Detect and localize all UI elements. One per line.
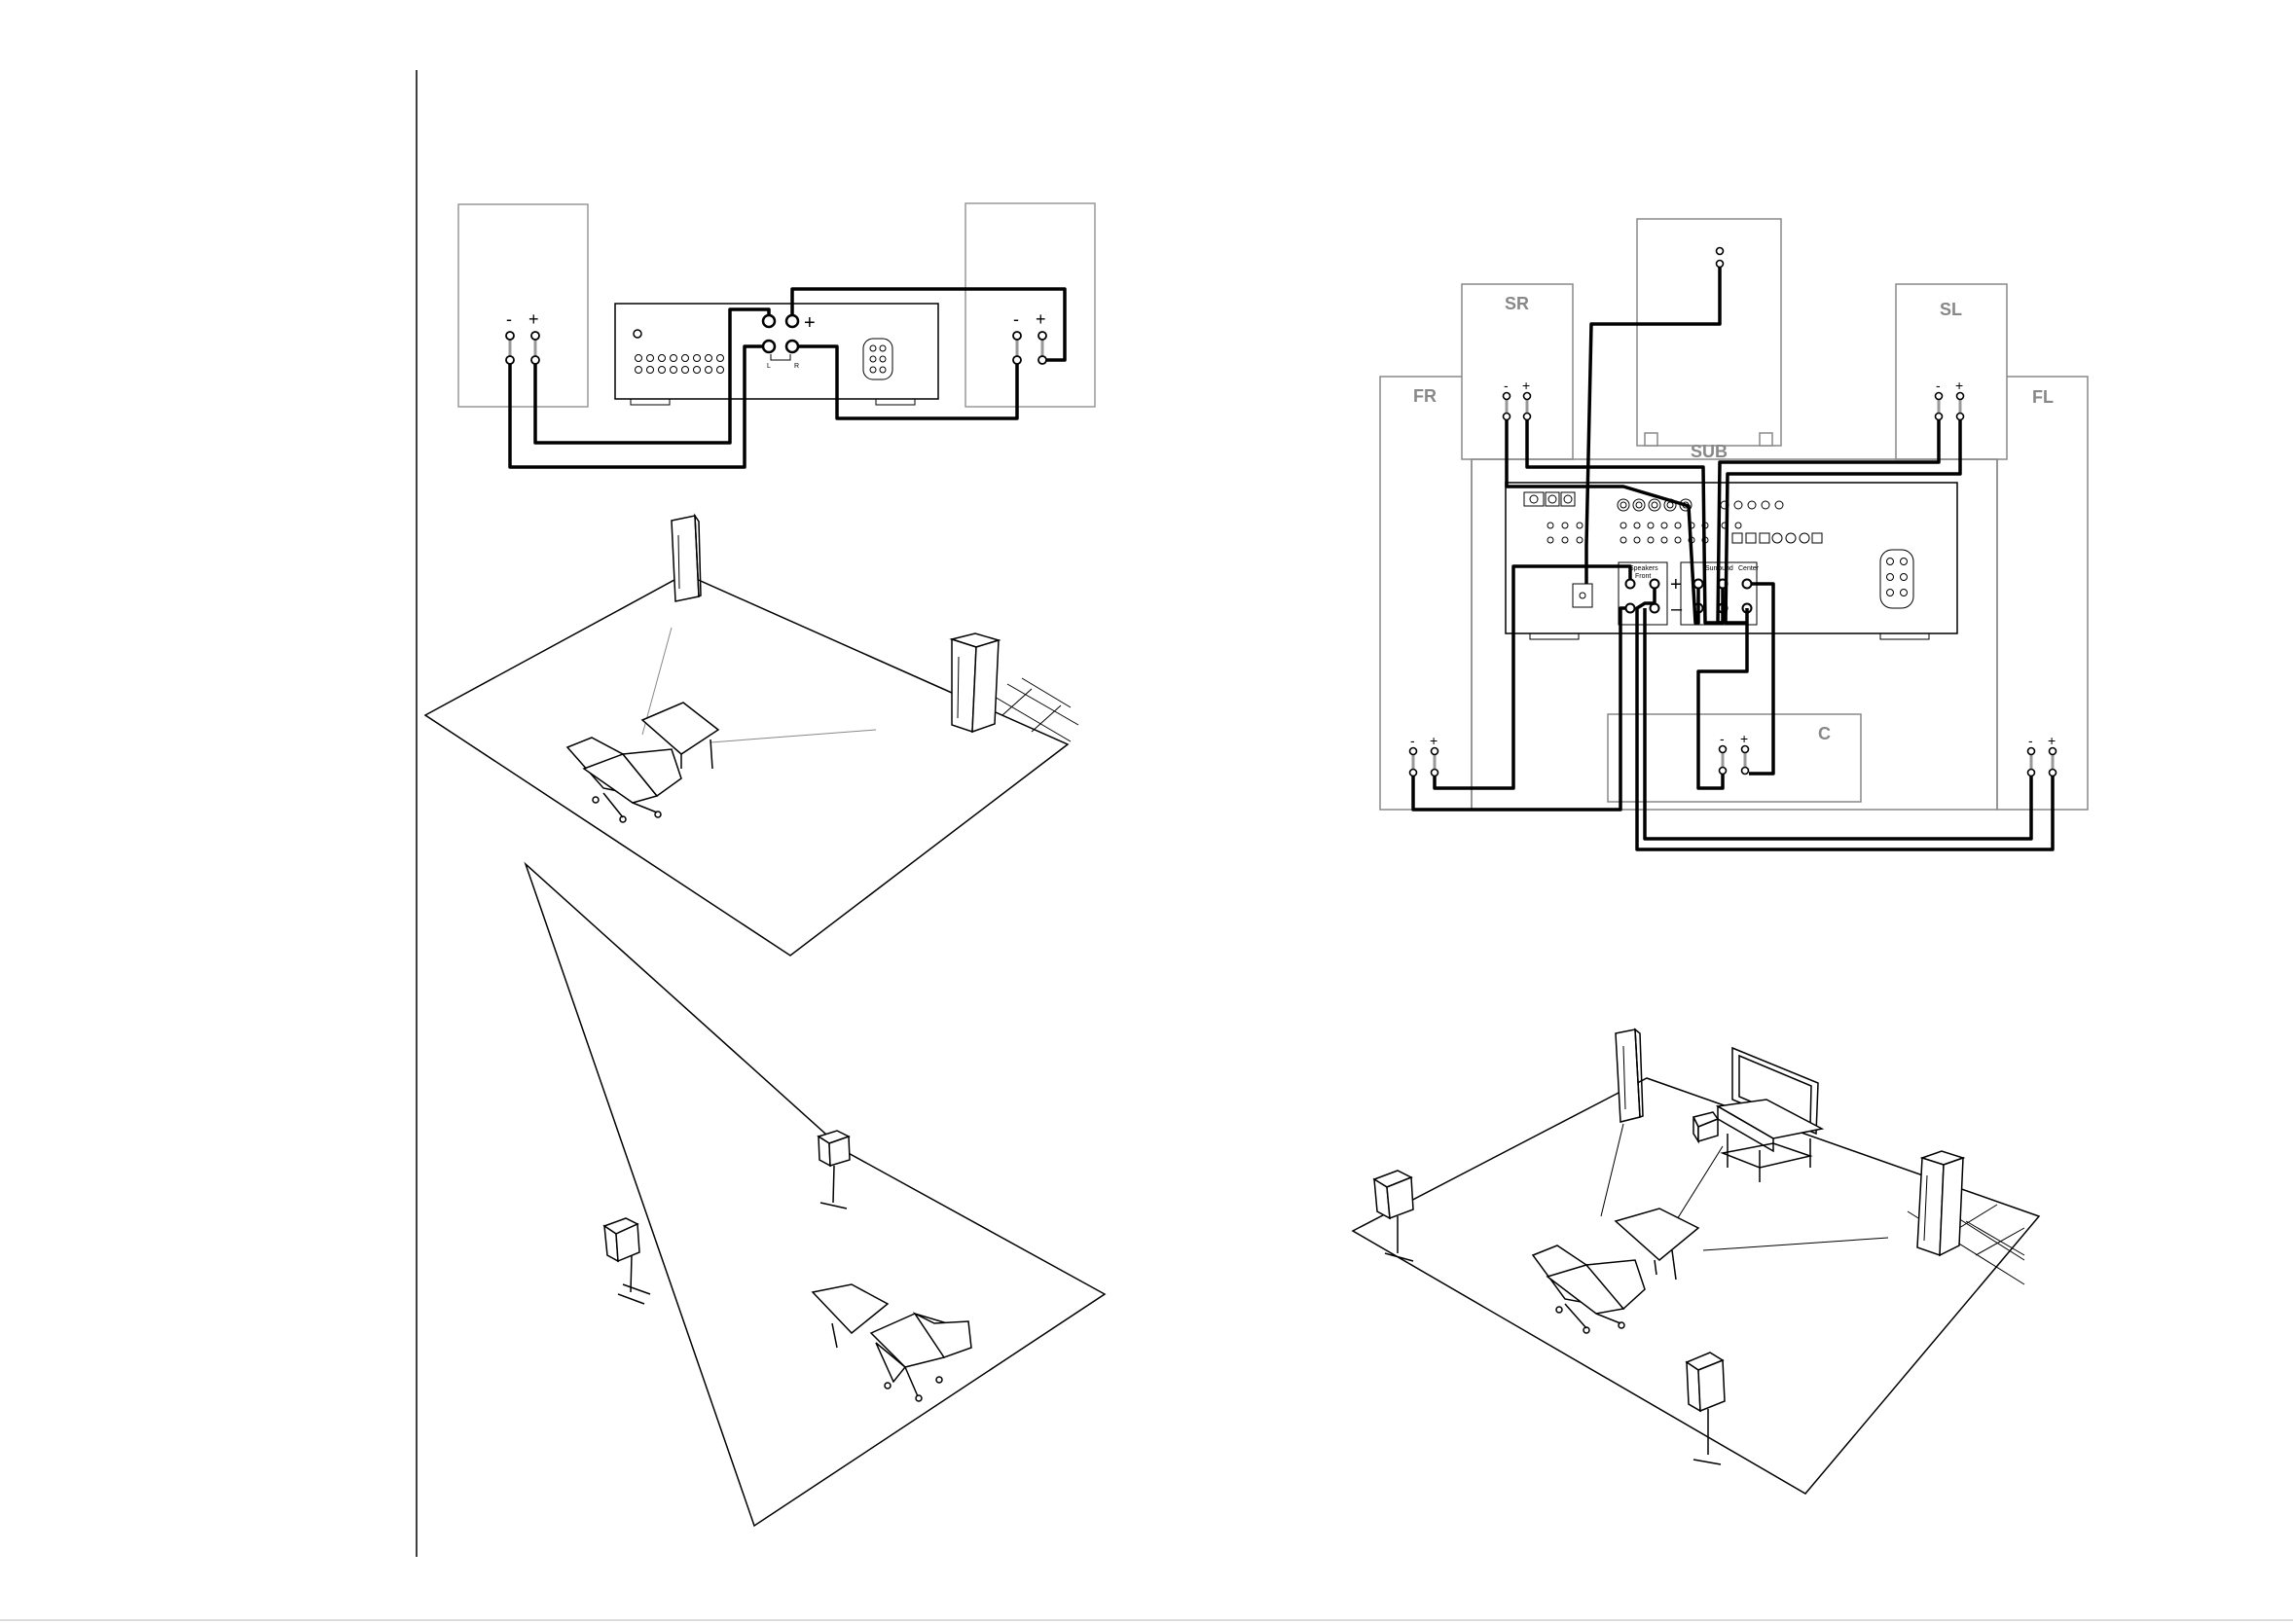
c-plus: + [1740, 731, 1748, 746]
sr-minus: - [1504, 378, 1509, 393]
bookshelf-speaker-right-icon [819, 1131, 850, 1209]
label-sub: SUB [1691, 442, 1728, 461]
receiver-foot-left [1530, 633, 1579, 639]
bookshelf-speaker-left-icon [604, 1218, 650, 1304]
stereo-room-bookshelf [526, 864, 1105, 1526]
terminal-label-front-sub: Front [1635, 573, 1651, 580]
sub-foot-right [1760, 433, 1772, 446]
lounge-chair-icon [813, 1284, 971, 1401]
speaker-fr-box [1380, 377, 1472, 810]
speaker-left-minus: - [1013, 309, 1019, 329]
front-tower-right-icon [1917, 1151, 1963, 1255]
label-sl: SL [1940, 300, 1962, 319]
sr-plus: + [1522, 378, 1530, 393]
speaker-left-plus: + [1036, 309, 1046, 329]
center-speaker-icon [1693, 1112, 1718, 1141]
television-icon [1718, 1048, 1822, 1182]
lounge-chair-icon [1533, 1209, 1698, 1333]
speaker-right-minus: - [506, 309, 512, 329]
label-fr: FR [1413, 386, 1437, 406]
amplifier-body [615, 304, 938, 399]
front-tower-left-icon [1616, 1029, 1643, 1122]
sl-minus: - [1936, 378, 1941, 393]
room-floor [526, 864, 1105, 1526]
wall-grid-lines [993, 678, 1078, 741]
speaker-left-box [965, 203, 1095, 407]
receiver-minus-label: – [1671, 598, 1683, 620]
stereo-room-towers [425, 516, 1078, 956]
label-fl: FL [2032, 387, 2054, 407]
fr-minus: - [1410, 733, 1415, 748]
terminal-label-center: Center [1738, 565, 1760, 572]
fl-plus: + [2048, 733, 2056, 748]
surround-speaker-right-icon [1687, 1353, 1725, 1464]
sl-plus: + [1955, 378, 1963, 393]
amplifier-foot-left [631, 399, 670, 405]
receiver-foot-right [1880, 633, 1929, 639]
sub-foot-left [1645, 433, 1657, 446]
fl-minus: - [2028, 733, 2033, 748]
surround-room [1353, 1029, 2039, 1494]
speaker-fl-box [1997, 377, 2088, 810]
room-floor [1353, 1078, 2039, 1494]
tower-speaker-right-icon [952, 633, 999, 732]
fr-plus: + [1430, 733, 1438, 748]
speaker-right-terminals [506, 332, 539, 364]
label-c: C [1818, 724, 1831, 743]
speaker-right-box [458, 204, 588, 407]
amplifier-foot-right [876, 399, 915, 405]
label-sr: SR [1505, 294, 1529, 313]
surround-wiring-diagram: SR SL FR FL SUB C [1380, 219, 2088, 849]
terminal-label-front: Speakers [1629, 565, 1658, 572]
receiver-plus-label: + [1670, 574, 1682, 595]
amplifier-plus-label: + [804, 312, 816, 334]
amplifier-channel-right: R [794, 363, 799, 370]
speaker-right-plus: + [528, 309, 539, 329]
stereo-wiring-diagram: + L R - + - + [458, 203, 1095, 467]
room-floor [425, 574, 1068, 956]
amplifier-channel-left: L [767, 363, 771, 370]
lounge-chair-icon [567, 703, 718, 822]
speaker-sub-box [1637, 219, 1781, 446]
c-minus: - [1720, 731, 1725, 746]
tower-speaker-left-icon [672, 516, 701, 601]
speaker-left-terminals [1013, 332, 1046, 364]
